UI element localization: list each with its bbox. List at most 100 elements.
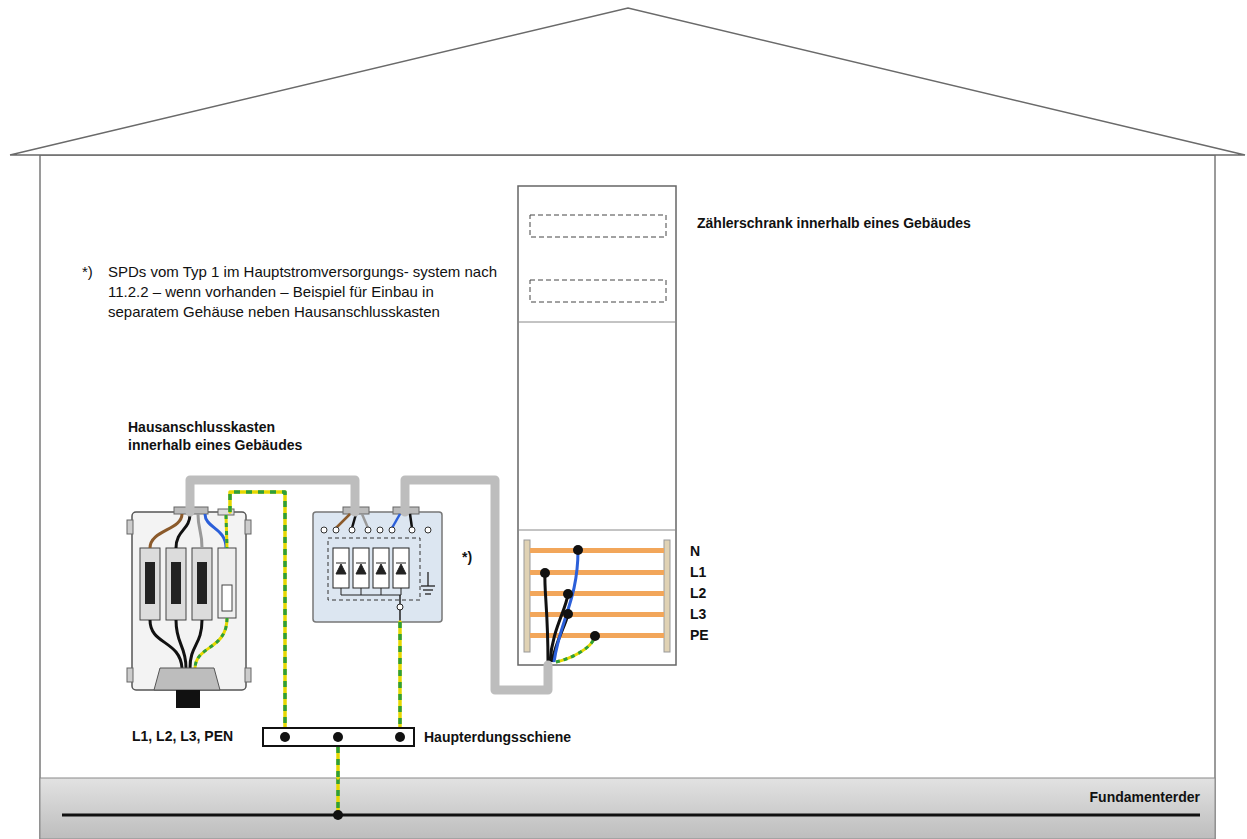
meter-cabinet: [556, 636, 595, 662]
meter-cabinet: [518, 186, 676, 665]
spd-module: [353, 548, 369, 588]
house-connection-box: [132, 512, 246, 690]
supply-cable: [190, 480, 355, 512]
surge-protection-box: *): [313, 512, 442, 622]
earth-conductor: [230, 492, 285, 727]
meter-cabinet: [530, 280, 666, 302]
spd-module: [336, 564, 346, 574]
ground-symbol: [421, 585, 435, 586]
earth-conductor: [398, 622, 402, 727]
foundation-band: [40, 778, 1215, 839]
supply-cable: [405, 480, 548, 690]
house-connection-box: [176, 690, 200, 708]
spd-module: [336, 563, 346, 564]
pen-terminal: [218, 548, 236, 618]
house-connection-box: [226, 515, 227, 548]
busbar: [530, 612, 664, 617]
node-heading: Haupterdungsschiene: [424, 728, 624, 746]
junction-dot: [280, 732, 290, 742]
conductor-label: L1, L2, L3, PEN: [132, 727, 262, 746]
earth-conductor: [230, 492, 285, 727]
house-connection-box: [195, 618, 227, 668]
terminal-row: [321, 527, 327, 533]
spd-module: [396, 563, 406, 564]
foundation-earth-band: Fundamenterder: [40, 778, 1215, 839]
note-marker: *): [82, 262, 106, 282]
spd-module: [401, 588, 402, 595]
busbar-label: N: [690, 542, 730, 561]
spd-module: [341, 595, 401, 596]
node-heading: Zählerschrank innerhalb eines Gebäudes: [697, 214, 1097, 232]
terminal-dot: [563, 589, 573, 599]
meter-cabinet: [554, 550, 578, 662]
main-earthing-bar: Haupterdungsschiene: [262, 727, 415, 747]
ground-symbol: [421, 572, 435, 594]
terminal-row: [389, 527, 395, 533]
fuse-holder: [192, 548, 212, 620]
earth-conductor: [400, 622, 401, 727]
house-connection-box: [245, 668, 251, 682]
house-outline: [10, 8, 1245, 839]
surge-protection-box: [313, 507, 442, 622]
fuse-holder: [140, 548, 160, 620]
house-connection-box: [154, 668, 220, 690]
busbar-label: L1: [690, 563, 730, 582]
surge-protection-box: [328, 538, 420, 600]
ground-symbol: [427, 572, 428, 586]
house-connection-box: [198, 514, 202, 548]
busbar: [530, 548, 664, 553]
house-connection-box: [205, 514, 226, 548]
earth-conductor: [338, 747, 339, 778]
meter-cabinet: [524, 540, 530, 652]
spd-module: [356, 564, 366, 574]
house-connection-box: [127, 507, 251, 708]
house-outline: [40, 155, 1215, 839]
house-connection-box: [245, 520, 251, 534]
supply-cable: [405, 480, 548, 690]
spd-module: [381, 588, 382, 595]
node-heading: Hausanschlusskasten innerhalb eines Gebä…: [128, 418, 328, 454]
meter-cabinet: [518, 186, 676, 665]
house-connection-box: [226, 515, 227, 548]
spd-module: [376, 564, 386, 574]
supply-cable: [190, 480, 355, 512]
terminal-dot: [590, 631, 600, 641]
terminal-row: [349, 527, 355, 533]
house-connection-box: [195, 618, 227, 668]
terminal-dot: [563, 609, 573, 619]
spd-module: [333, 548, 409, 595]
earth-conductor: [336, 747, 340, 778]
house-connection-box: [127, 520, 133, 534]
meter-cabinet: [556, 636, 595, 662]
house-connection-box: [176, 514, 190, 548]
terminal-row: [409, 527, 415, 533]
meter-cabinet: [518, 322, 676, 323]
earth-conductor: [336, 747, 340, 778]
terminal-row: [377, 527, 383, 533]
junction-dot: [333, 732, 343, 742]
meter-cabinet: [530, 215, 666, 237]
surge-protection-box: [336, 514, 350, 528]
foundation-band: [336, 778, 340, 815]
terminal-dot: [540, 545, 600, 641]
node-heading: Fundamenterder: [1000, 788, 1200, 806]
meter-cabinet: [664, 540, 670, 652]
earth-conductor: [230, 492, 285, 727]
fuse-holder: [166, 548, 186, 620]
foundation-band: [62, 814, 1200, 817]
fuse-holder: [171, 562, 181, 604]
meter-cabinet: [550, 594, 568, 662]
spd-module: [333, 548, 349, 588]
busbar-label: PE: [690, 626, 730, 645]
spd-module: [341, 588, 342, 595]
terminal-row: [321, 527, 431, 533]
busbar: [530, 548, 664, 638]
junction-dot: [395, 732, 405, 742]
fuse-holder: [145, 562, 155, 604]
foundation-band: [333, 810, 343, 820]
surge-protection-box: [397, 604, 403, 610]
spd-module: [396, 564, 406, 574]
house-connection-box: [176, 620, 186, 668]
